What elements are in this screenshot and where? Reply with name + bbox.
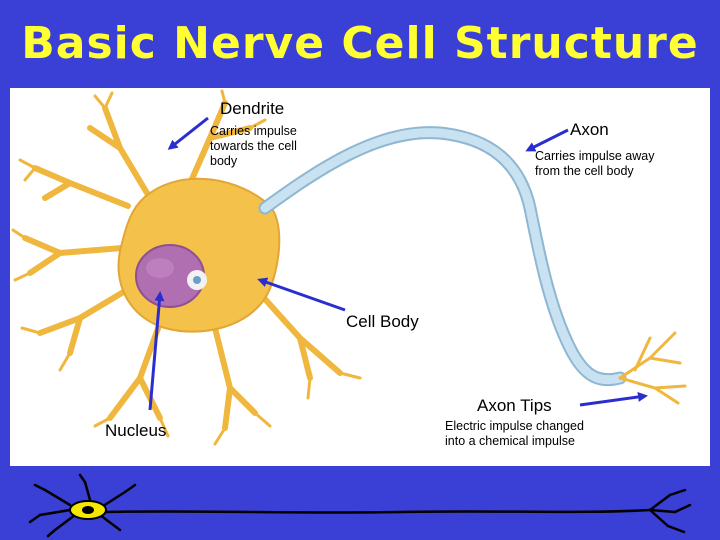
cell-body-label: Cell Body [346,312,419,331]
axon-tips [618,331,687,405]
neuron-diagram [11,89,687,446]
nucleus-label: Nucleus [105,421,167,440]
axon-tips-arrow [579,392,648,407]
nucleus-arrow [148,291,165,411]
axon-description: Carries impulse away from the cell body [535,149,655,178]
cell-body-arrow [257,277,346,312]
nucleus [135,244,207,308]
slide-title: Basic Nerve Cell Structure [21,18,699,69]
axon-label: Axon [570,120,609,139]
dendrite-description: Carries impulse towards the cell body [210,124,297,168]
axon-tips-label: Axon Tips [477,396,552,415]
axon-arrow [525,128,569,152]
cell-body [117,177,281,333]
dendrite-label: Dendrite [220,99,285,118]
dendrites [22,100,343,431]
diagram-panel: Dendrite Carries impulse towards the cel… [10,88,710,466]
dendrite-arrow [167,116,209,150]
axon-tips-description: Electric impulse changed into a chemical… [445,419,584,448]
footer-neuron-graphic [28,473,692,538]
axon [258,126,627,387]
